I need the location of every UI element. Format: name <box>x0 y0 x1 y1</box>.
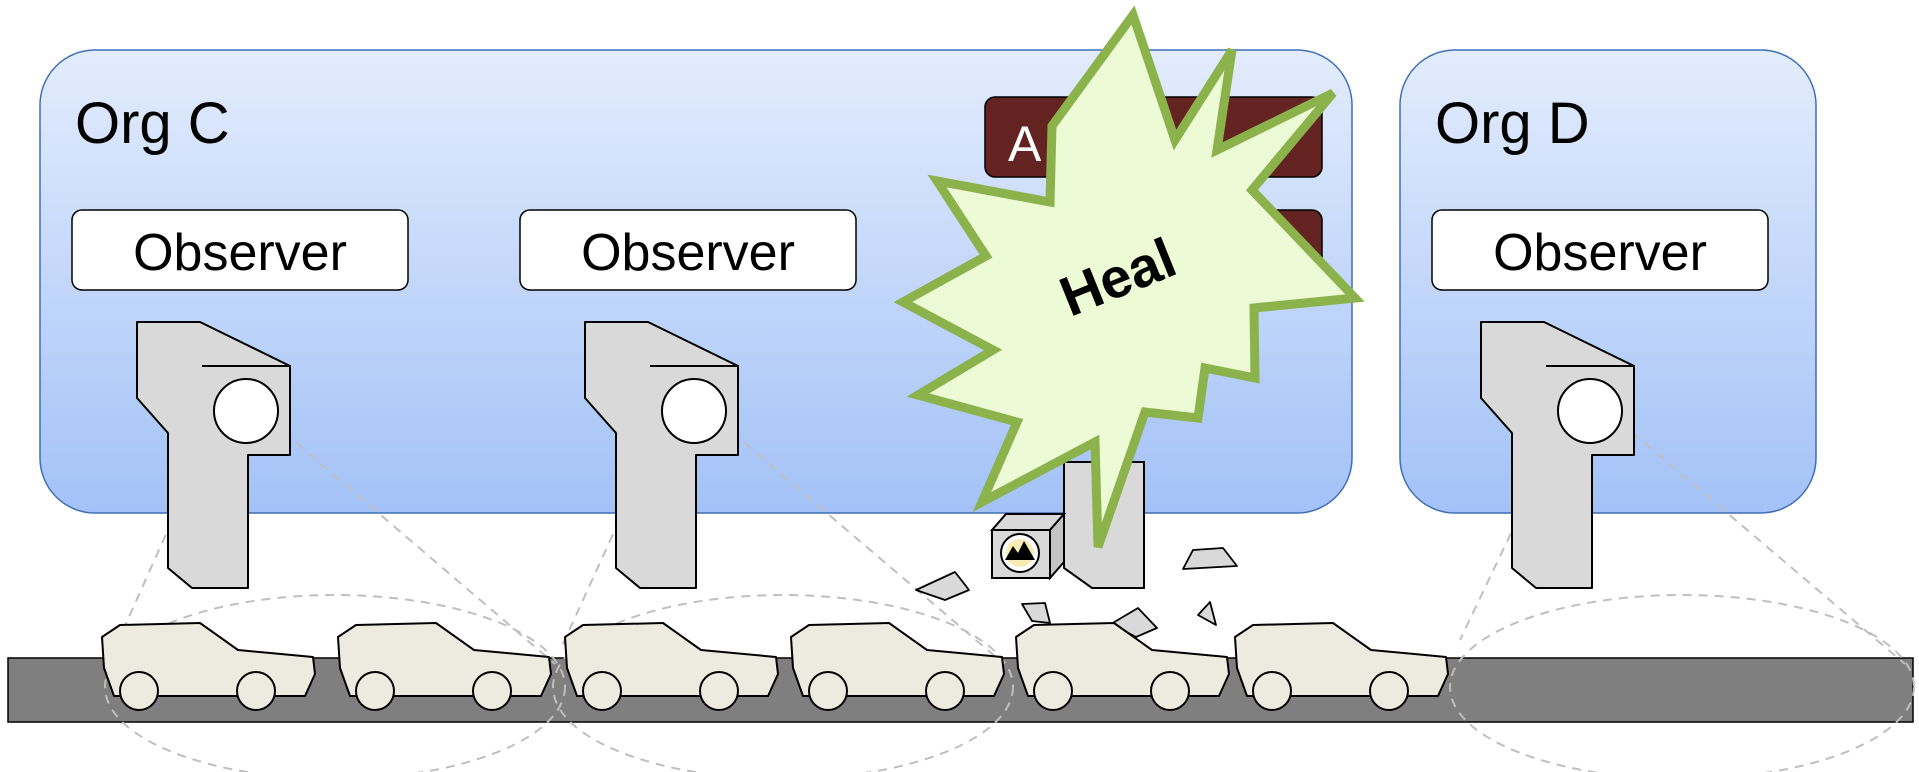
org-c-title: Org C <box>75 91 230 156</box>
wheel <box>1151 672 1189 710</box>
org-d-title: Org D <box>1435 91 1590 156</box>
hidden-box-label: A <box>1008 116 1042 172</box>
observer-box-3: Observer <box>1432 210 1768 290</box>
wheel <box>1253 672 1291 710</box>
wheel <box>809 672 847 710</box>
observer-box-1: Observer <box>72 210 408 290</box>
car-icon <box>1016 623 1229 710</box>
wheel <box>1370 672 1408 710</box>
wheel <box>120 672 158 710</box>
wheel <box>926 672 964 710</box>
wheel <box>1034 672 1072 710</box>
car-icon <box>565 623 778 710</box>
observer-box-2: Observer <box>520 210 856 290</box>
observer-label-2: Observer <box>581 224 795 282</box>
wheel <box>473 672 511 710</box>
wheel <box>237 672 275 710</box>
car-icon <box>338 623 551 710</box>
car-icon <box>102 623 315 710</box>
car-icon <box>1235 623 1448 710</box>
observer-label-3: Observer <box>1493 224 1707 282</box>
wheel <box>700 672 738 710</box>
observer-label-1: Observer <box>133 224 347 282</box>
wheel <box>583 672 621 710</box>
wheel <box>356 672 394 710</box>
car-icon <box>791 623 1004 710</box>
